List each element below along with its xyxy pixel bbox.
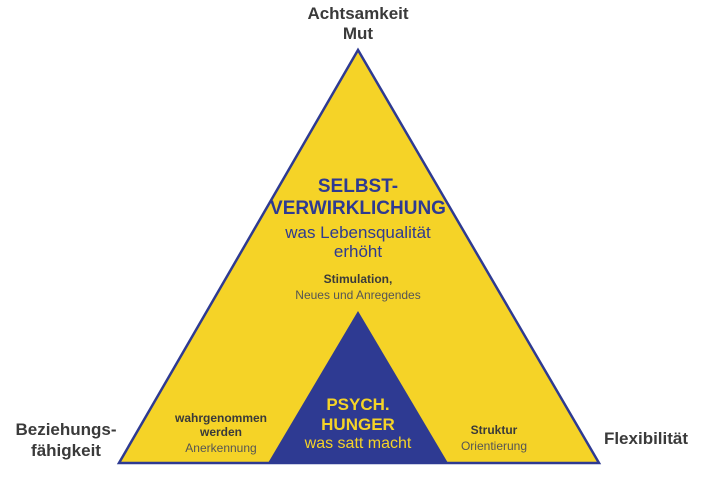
structure-sub: Orientierung bbox=[460, 438, 528, 453]
left-corner-line1: Beziehungs- bbox=[15, 420, 117, 439]
psych-hunger-sub: was satt macht bbox=[304, 435, 412, 453]
psych-hunger-title-line2: HUNGER bbox=[321, 414, 395, 434]
top-corner-label: Achtsamkeit Mut bbox=[258, 4, 458, 43]
stimulation-sub: Neues und Anregendes bbox=[295, 287, 421, 302]
structure-block: Struktur Orientierung bbox=[440, 423, 548, 454]
self-actualization-title-line1: SELBST- bbox=[317, 176, 399, 197]
psych-hunger-title-line1: PSYCH. bbox=[326, 395, 390, 414]
recognition-title-line2: werden bbox=[199, 424, 242, 439]
recognition-block: wahrgenommen werden Anerkennung bbox=[160, 411, 282, 455]
inner-triangle bbox=[268, 311, 448, 463]
structure-title: Struktur bbox=[470, 423, 518, 437]
stimulation-block: Stimulation, Neues und Anregendes bbox=[248, 272, 468, 303]
self-actualization-sub-line1: was Lebensqualität bbox=[285, 222, 431, 242]
self-actualization-block: SELBST- VERWIRKLICHUNG was Lebensqualitä… bbox=[228, 176, 488, 262]
self-actualization-title-line2: VERWIRKLICHUNG bbox=[270, 197, 446, 219]
recognition-title-line1: wahrgenommen bbox=[174, 411, 267, 425]
left-corner-label: Beziehungs- fähigkeit bbox=[6, 419, 126, 462]
right-corner-label: Flexibilität bbox=[603, 429, 689, 448]
top-corner-line1: Achtsamkeit bbox=[307, 4, 409, 23]
stimulation-title: Stimulation, bbox=[323, 272, 393, 286]
top-corner-line2: Mut bbox=[342, 23, 374, 43]
recognition-sub: Anerkennung bbox=[185, 440, 257, 455]
left-corner-line2: fähigkeit bbox=[31, 441, 101, 461]
psych-hunger-block: PSYCH. HUNGER was satt macht bbox=[278, 395, 438, 453]
self-actualization-sub-line2: erhöht bbox=[333, 242, 383, 262]
